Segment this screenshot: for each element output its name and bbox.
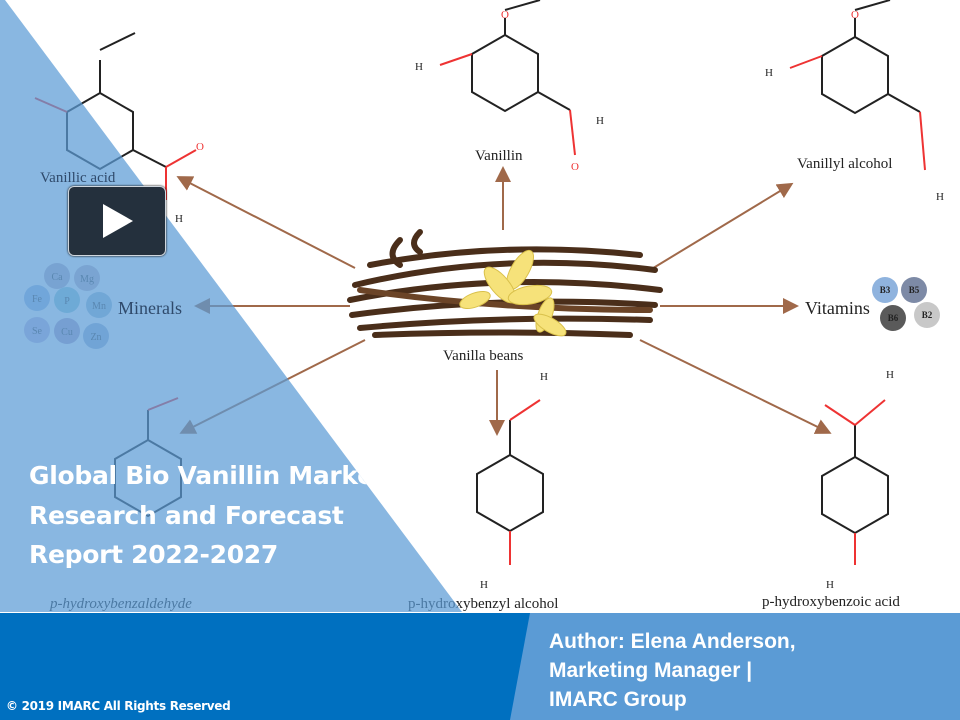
svg-text:H: H	[540, 371, 548, 383]
play-button[interactable]	[68, 186, 166, 256]
label-vanilla-beans: Vanilla beans	[443, 348, 524, 364]
svg-text:H: H	[596, 115, 604, 127]
svg-text:O: O	[196, 141, 204, 153]
label-vanillyl-alcohol: Vanillyl alcohol	[797, 156, 892, 172]
svg-text:H: H	[886, 369, 894, 381]
author-line: Marketing Manager |	[549, 659, 753, 682]
play-icon	[103, 204, 133, 238]
molecule-structures	[34, 0, 926, 565]
svg-text:B3: B3	[880, 285, 891, 295]
slide-title: Global Bio Vanillin Market Research and …	[0, 0, 960, 612]
svg-text:B6: B6	[888, 313, 899, 323]
svg-text:H: H	[826, 579, 834, 591]
svg-text:H: H	[415, 61, 423, 73]
svg-text:H: H	[175, 213, 183, 225]
vitamins-cluster: B3 B5 B6 B2	[872, 277, 940, 331]
svg-text:O: O	[501, 9, 509, 21]
label-p-hydroxybenzoic-acid: p-hydroxybenzoic acid	[762, 594, 900, 610]
title-line: Global Bio Vanillin Market	[29, 461, 386, 490]
svg-text:O: O	[571, 161, 579, 173]
svg-text:B5: B5	[909, 285, 920, 295]
label-vanillin: Vanillin	[475, 148, 523, 164]
title-line: Report 2022-2027	[29, 540, 278, 569]
svg-text:H: H	[480, 579, 488, 591]
footer-bar: Author: Elena Anderson, Marketing Manage…	[0, 613, 960, 720]
svg-text:H: H	[765, 67, 773, 79]
copyright-text: © 2019 IMARC All Rights Reserved	[6, 699, 231, 713]
author-line: Author: Elena Anderson,	[549, 630, 796, 653]
svg-text:O: O	[851, 9, 859, 21]
author-line: IMARC Group	[549, 688, 687, 711]
oxygen-labels: O O O O	[196, 9, 859, 173]
svg-text:B2: B2	[922, 310, 933, 320]
title-line: Research and Forecast	[29, 501, 344, 530]
author-info: Author: Elena Anderson, Marketing Manage…	[549, 627, 796, 714]
author-panel	[510, 613, 960, 720]
atom-labels: H H H H H H H H H	[175, 61, 944, 591]
label-vitamins: Vitamins	[805, 298, 870, 318]
svg-text:H: H	[936, 191, 944, 203]
vanilla-beans-image	[347, 229, 663, 338]
